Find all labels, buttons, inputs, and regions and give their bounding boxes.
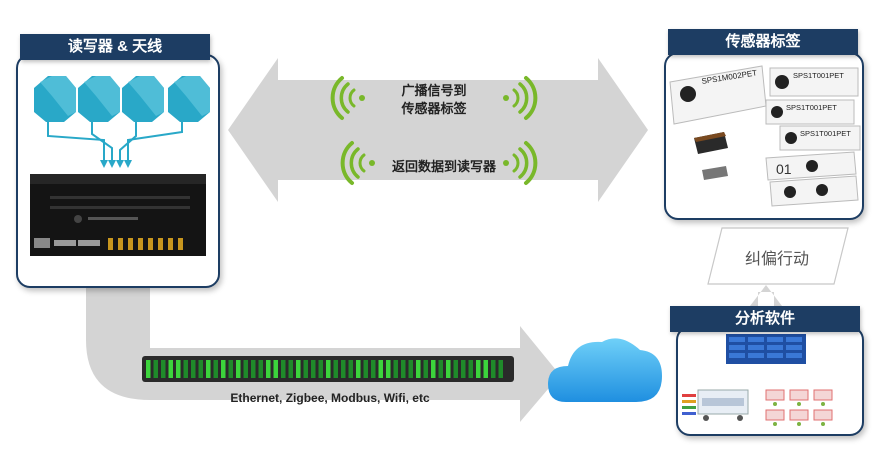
data-stream-segment: [348, 360, 353, 378]
tag-text: SPS1T001PET: [786, 103, 837, 112]
data-stream-segment: [393, 360, 398, 378]
sensor-tag: 01: [765, 151, 857, 181]
antenna-icon: [34, 76, 76, 122]
return-data-label: 返回数据到读写器: [391, 159, 496, 174]
data-stream-segment: [386, 360, 391, 378]
hospital-bed-icon: [682, 389, 749, 421]
on-logo-icon: [680, 86, 696, 102]
data-stream-bar: [142, 356, 514, 382]
data-stream-segment: [288, 360, 293, 378]
data-stream-segment: [491, 360, 496, 378]
data-stream-segment: [273, 360, 278, 378]
data-stream-segment: [431, 360, 436, 378]
data-stream-segment: [461, 360, 466, 378]
broadcast-label-line1: 广播信号到: [401, 83, 467, 98]
data-stream-segment: [371, 360, 376, 378]
reader-device: [30, 174, 206, 256]
antenna-icon: [168, 76, 210, 122]
data-stream-segment: [311, 360, 316, 378]
sensor-chip: [694, 132, 728, 154]
correction-box: [707, 227, 849, 285]
data-stream-segment: [213, 360, 218, 378]
reader-panel-title: 读写器 & 天线: [20, 34, 210, 60]
wifi-wave-icon: [330, 76, 365, 120]
software-panel-title: 分析软件: [670, 306, 860, 332]
data-stream-segment: [198, 360, 203, 378]
data-stream-segment: [446, 360, 451, 378]
up-arrow: [750, 285, 782, 306]
data-stream-segment: [318, 360, 323, 378]
dashboard-thumbnail: [726, 334, 806, 364]
data-stream-segment: [408, 360, 413, 378]
gauge-grid: [765, 389, 833, 426]
cloud-icon: [548, 338, 662, 402]
data-stream-segment: [266, 360, 271, 378]
sensor-panel-title: 传感器标签: [668, 29, 858, 55]
data-stream-segment: [416, 360, 421, 378]
data-stream-segment: [258, 360, 263, 378]
broadcast-label: 广播信号到 传感器标签: [384, 82, 484, 118]
data-stream-segment: [356, 360, 361, 378]
data-stream-segment: [483, 360, 488, 378]
data-stream-segment: [341, 360, 346, 378]
data-stream-segment: [476, 360, 481, 378]
data-stream-segment: [281, 360, 286, 378]
antenna-icon: [122, 76, 164, 122]
antenna-icon: [78, 76, 120, 122]
data-stream-segment: [438, 360, 443, 378]
reader-illustration: [30, 76, 210, 256]
network-connector: [86, 288, 560, 422]
data-stream-segment: [243, 360, 248, 378]
sensor-tags-illustration: SPS1M002PET SPS1T001PET SPS1T001PET SPS1…: [669, 65, 861, 207]
data-stream-segment: [168, 360, 173, 378]
sensor-tag: SPS1T001PET: [779, 125, 861, 151]
data-stream-segment: [303, 360, 308, 378]
data-stream-segment: [176, 360, 181, 378]
data-stream-segment: [468, 360, 473, 378]
data-stream-segment: [423, 360, 428, 378]
data-stream-segment: [296, 360, 301, 378]
data-stream-segment: [326, 360, 331, 378]
network-label: Ethernet, Zigbee, Modbus, Wifi, etc: [230, 391, 430, 405]
correction-label: 纠偏行动: [744, 251, 809, 268]
broadcast-label-line2: 传感器标签: [401, 101, 467, 116]
data-stream-segment: [191, 360, 196, 378]
data-stream-segment: [146, 360, 151, 378]
wifi-wave-icon: [503, 141, 538, 185]
data-stream-segment: [228, 360, 233, 378]
sensor-chip: [702, 166, 728, 180]
data-stream-segment: [206, 360, 211, 378]
sensor-tag: SPS1T001PET: [769, 67, 859, 97]
data-stream-segment: [251, 360, 256, 378]
data-stream-segment: [378, 360, 383, 378]
tag-text: SPS1T001PET: [800, 129, 851, 138]
software-panel: [676, 326, 864, 436]
sensor-tag: [769, 175, 859, 207]
sensor-tags-panel: SPS1M002PET SPS1T001PET SPS1T001PET SPS1…: [664, 52, 864, 220]
antenna-cables: [47, 122, 183, 164]
data-stream-segment: [221, 360, 226, 378]
data-stream-segment: [161, 360, 166, 378]
software-screens: [682, 334, 833, 426]
sensor-tag: SPS1T001PET: [765, 99, 855, 125]
wifi-wave-icon: [503, 76, 538, 120]
data-stream-segment: [401, 360, 406, 378]
reader-antenna-panel: [16, 54, 220, 288]
data-stream-segment: [453, 360, 458, 378]
data-stream-segment: [153, 360, 158, 378]
data-stream-segment: [333, 360, 338, 378]
data-stream-segment: [236, 360, 241, 378]
wifi-wave-icon: [340, 141, 375, 185]
tag-text: 01: [776, 161, 792, 177]
data-stream-segment: [498, 360, 503, 378]
tag-text: SPS1T001PET: [793, 71, 844, 80]
data-stream-segment: [183, 360, 188, 378]
data-stream-segment: [363, 360, 368, 378]
